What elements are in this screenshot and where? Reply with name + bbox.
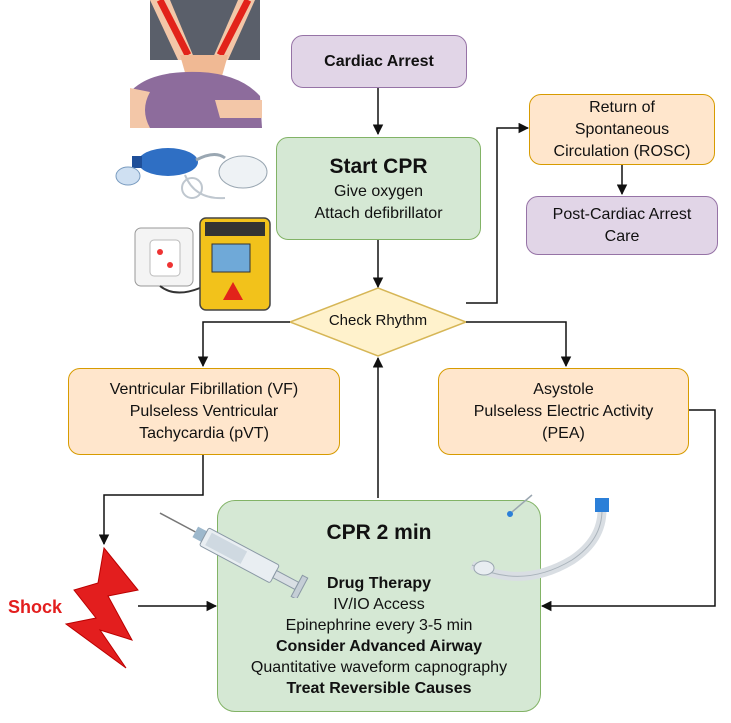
asystole-line-3: (PEA)	[542, 424, 585, 442]
cpr-2-min-box: CPR 2 min Drug Therapy IV/IO Access Epin…	[217, 500, 541, 712]
check-rhythm-label: Check Rhythm	[328, 312, 428, 329]
cpr-hands-illustration	[130, 0, 262, 128]
attach-defibrillator-text: Attach defibrillator	[314, 204, 443, 222]
cardiac-arrest-box: Cardiac Arrest	[291, 35, 467, 88]
asystole-line-1: Asystole	[533, 380, 594, 398]
advanced-airway-heading: Consider Advanced Airway	[276, 638, 482, 655]
check-rhythm-diamond	[287, 287, 469, 357]
asystole-pea-box: Asystole Pulseless Electric Activity (PE…	[438, 368, 689, 455]
iv-io-access-text: IV/IO Access	[333, 596, 425, 613]
arrow-check-rhythm-to-rosc	[466, 122, 530, 304]
post-care-line-2: Care	[604, 227, 640, 245]
start-cpr-box: Start CPR Give oxygen Attach defibrillat…	[276, 137, 481, 240]
asystole-line-2: Pulseless Electric Activity	[473, 402, 654, 420]
drug-therapy-heading: Drug Therapy	[326, 575, 431, 592]
start-cpr-title: Start CPR	[329, 154, 428, 178]
rosc-box: Return of Spontaneous Circulation (ROSC)	[529, 94, 715, 165]
post-care-line-1: Post-Cardiac Arrest	[552, 205, 692, 223]
epinephrine-text: Epinephrine every 3-5 min	[285, 617, 473, 634]
lightning-bolt-icon	[64, 546, 139, 669]
rosc-line-2: Spontaneous	[574, 120, 670, 138]
syringe-illustration	[159, 512, 309, 598]
vf-line-1: Ventricular Fibrillation (VF)	[109, 380, 299, 398]
cpr-2-min-title: CPR 2 min	[326, 521, 432, 544]
arrow-vf-to-shock	[98, 455, 204, 546]
capnography-text: Quantitative waveform capnography	[250, 659, 508, 676]
arrow-check-rhythm-to-vf	[197, 321, 290, 368]
flow-connectors	[98, 88, 716, 612]
arrow-asystole-to-cpr2	[540, 409, 716, 612]
give-oxygen-text: Give oxygen	[334, 182, 423, 200]
shock-label: Shock	[7, 597, 63, 617]
post-cardiac-arrest-care-box: Post-Cardiac Arrest Care	[526, 196, 718, 255]
vf-line-3: Tachycardia (pVT)	[139, 424, 269, 442]
reversible-causes-heading: Treat Reversible Causes	[286, 680, 472, 697]
aed-defibrillator-illustration	[134, 217, 271, 311]
cardiac-arrest-label: Cardiac Arrest	[324, 52, 434, 70]
rosc-line-1: Return of	[589, 98, 655, 116]
vf-pvt-box: Ventricular Fibrillation (VF) Pulseless …	[68, 368, 340, 455]
rosc-line-3: Circulation (ROSC)	[553, 142, 691, 160]
arrow-check-rhythm-to-asystole	[466, 321, 572, 368]
endotracheal-tube-illustration	[469, 494, 609, 581]
bag-valve-mask-illustration	[115, 148, 268, 200]
vf-line-2: Pulseless Ventricular	[129, 402, 279, 420]
